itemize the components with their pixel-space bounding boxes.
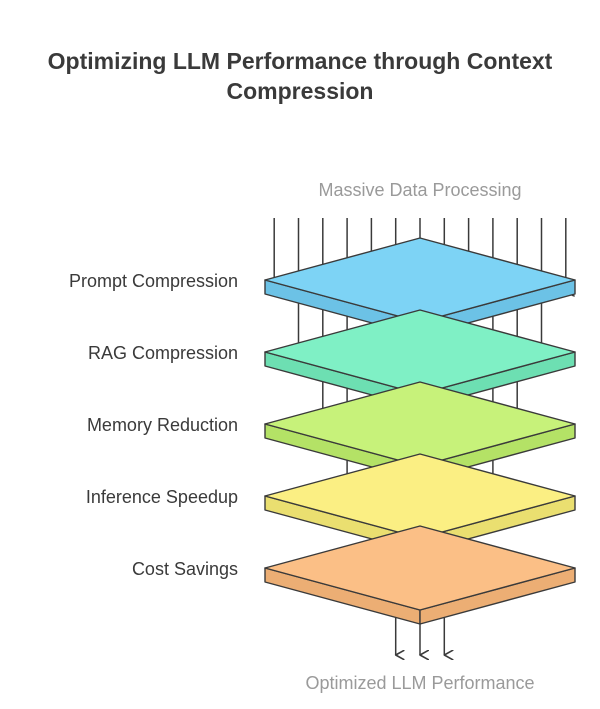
layer-label-prompt-compression: Prompt Compression [68, 271, 238, 291]
layer-top-face [264, 381, 576, 467]
title-line-1: Optimizing LLM Performance through Conte… [47, 48, 553, 74]
layer-top-face [264, 309, 576, 395]
layer-label-inference-speedup: Inference Speedup [85, 487, 238, 507]
layer-4-slab [264, 453, 576, 553]
output-label: Optimized LLM Performance [305, 673, 535, 693]
input-label: Massive Data Processing [318, 180, 522, 200]
layer-label-rag-compression: RAG Compression [87, 343, 238, 363]
diagram-title: Optimizing LLM Performance through Conte… [0, 46, 600, 106]
arrow-group-5 [396, 617, 445, 655]
layer-label-memory-reduction: Memory Reduction [86, 415, 238, 435]
title-line-2: Compression [226, 78, 374, 104]
layer-label-cost-savings: Cost Savings [131, 559, 238, 579]
layer-top-face [264, 237, 576, 323]
layer-5-slab [264, 525, 576, 625]
layer-top-face [264, 453, 576, 539]
layer-top-face [264, 525, 576, 611]
